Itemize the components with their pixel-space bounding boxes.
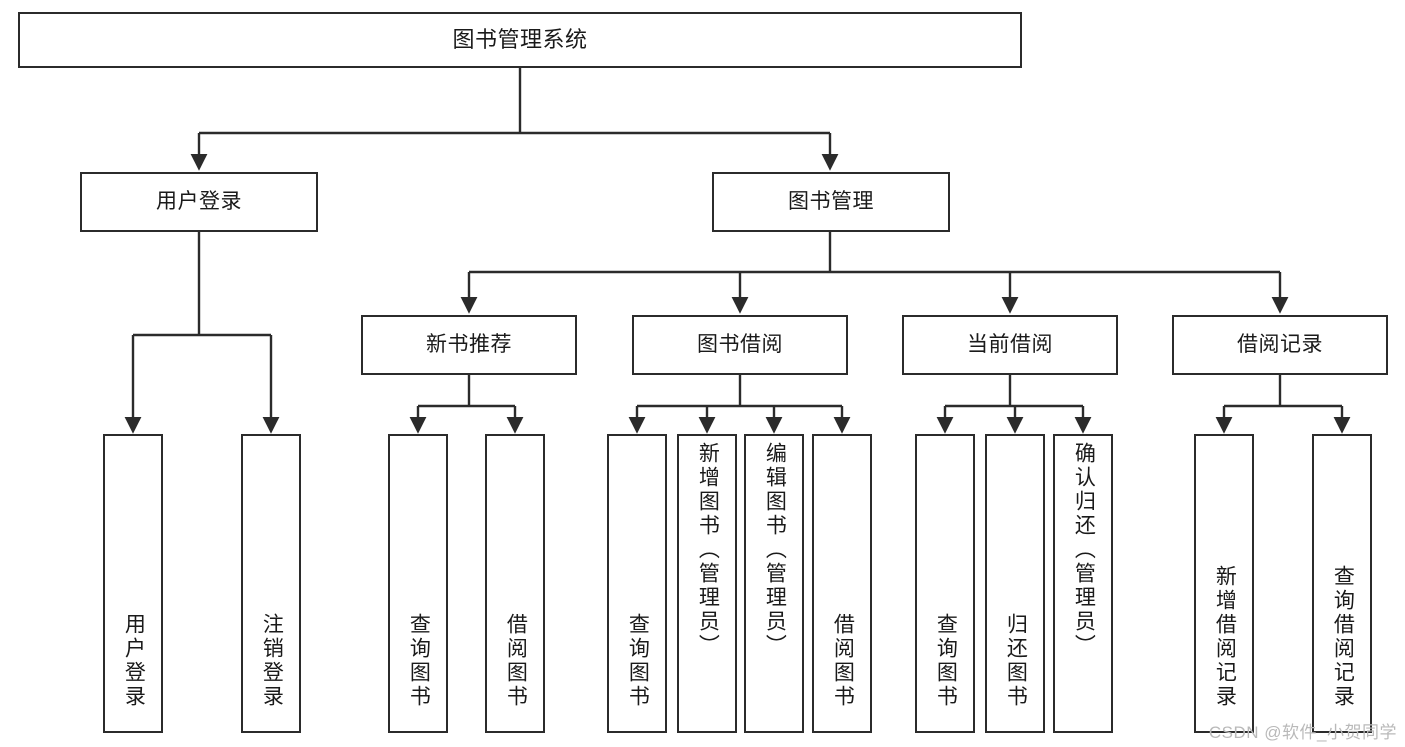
leaf-edit-book-admin[interactable]: 编辑图书（管理员）: [744, 434, 804, 733]
node-label: 借阅图书: [504, 613, 528, 709]
node-label: 归还图书: [1004, 613, 1028, 709]
node-label: 借阅图书: [831, 613, 855, 709]
node-label: 图书管理系统: [452, 26, 588, 52]
node-label: 查询图书: [407, 613, 431, 709]
node-label: 查询图书: [934, 613, 958, 709]
node-label: 借阅记录: [1237, 333, 1323, 357]
leaf-query-borrow-record[interactable]: 查询借阅记录: [1312, 434, 1372, 733]
node-new-book-recommend[interactable]: 新书推荐: [361, 315, 577, 375]
node-label: 新增图书（管理员）: [696, 442, 720, 658]
node-label: 注销登录: [260, 613, 284, 709]
leaf-confirm-return-admin[interactable]: 确认归还（管理员）: [1053, 434, 1113, 733]
node-user-login[interactable]: 用户登录: [80, 172, 318, 232]
node-book-borrow[interactable]: 图书借阅: [632, 315, 848, 375]
leaf-borrow-book-newbook[interactable]: 借阅图书: [485, 434, 545, 733]
node-label: 查询借阅记录: [1331, 565, 1355, 709]
node-book-management[interactable]: 图书管理: [712, 172, 950, 232]
node-label: 编辑图书（管理员）: [763, 442, 787, 658]
node-root-system[interactable]: 图书管理系统: [18, 12, 1022, 68]
leaf-query-book-current[interactable]: 查询图书: [915, 434, 975, 733]
node-label: 确认归还（管理员）: [1072, 442, 1096, 658]
leaf-logout[interactable]: 注销登录: [241, 434, 301, 733]
node-current-borrow[interactable]: 当前借阅: [902, 315, 1118, 375]
node-label: 用户登录: [156, 190, 242, 214]
node-label: 新增借阅记录: [1213, 565, 1237, 709]
watermark-text: CSDN @软件_小贺同学: [1208, 723, 1397, 742]
leaf-borrow-book[interactable]: 借阅图书: [812, 434, 872, 733]
node-label: 图书管理: [788, 190, 874, 214]
leaf-query-book-newbook[interactable]: 查询图书: [388, 434, 448, 733]
leaf-query-book-borrow[interactable]: 查询图书: [607, 434, 667, 733]
node-label: 查询图书: [626, 613, 650, 709]
node-label: 新书推荐: [426, 333, 512, 357]
node-label: 用户登录: [122, 613, 146, 709]
leaf-return-book[interactable]: 归还图书: [985, 434, 1045, 733]
leaf-add-borrow-record[interactable]: 新增借阅记录: [1194, 434, 1254, 733]
leaf-user-login[interactable]: 用户登录: [103, 434, 163, 733]
node-label: 当前借阅: [967, 333, 1053, 357]
leaf-add-book-admin[interactable]: 新增图书（管理员）: [677, 434, 737, 733]
node-label: 图书借阅: [697, 333, 783, 357]
node-borrow-record[interactable]: 借阅记录: [1172, 315, 1388, 375]
